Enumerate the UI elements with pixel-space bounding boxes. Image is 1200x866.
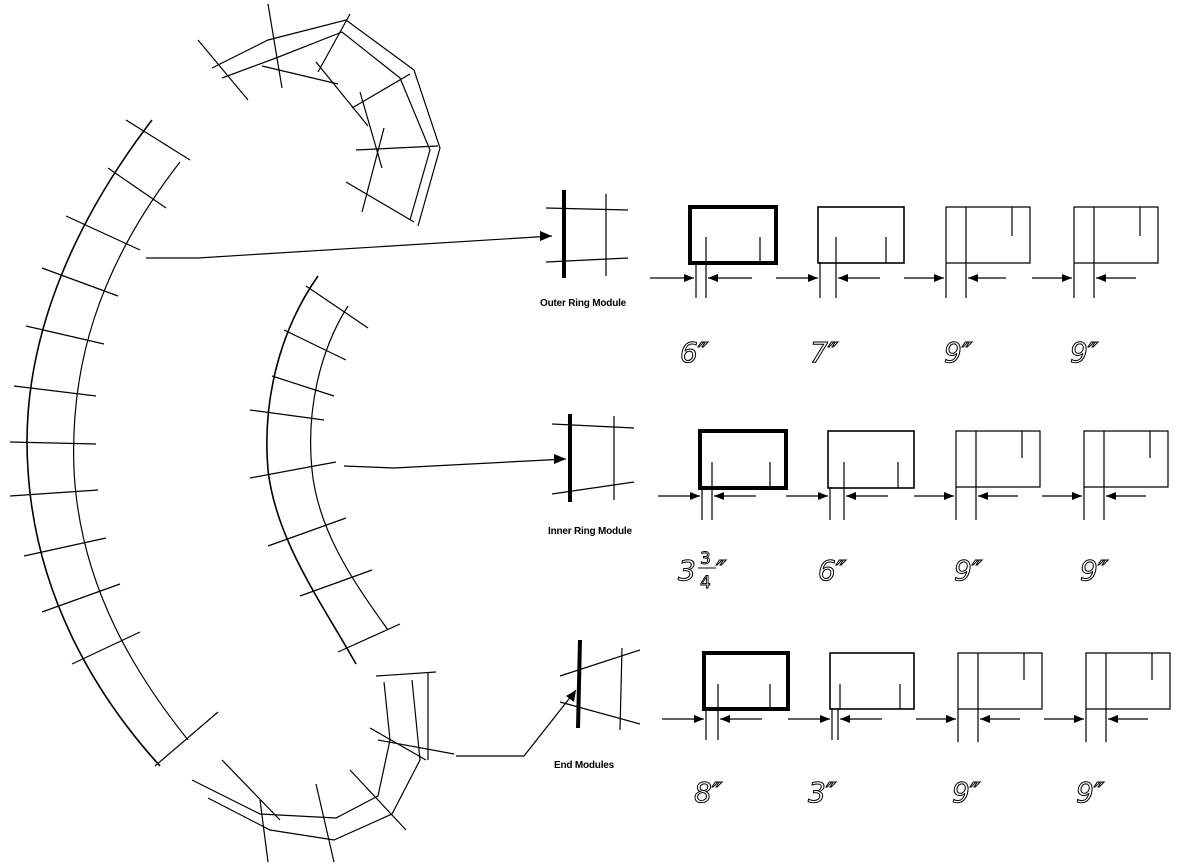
end-dim-1: 8″ — [694, 776, 723, 809]
leader-lines — [146, 231, 577, 757]
leader-arrowhead-outer — [540, 231, 552, 241]
leader-arrowhead-end — [566, 690, 576, 702]
inner-dim-1-numerator: 3 — [700, 549, 711, 569]
inner-dim-2: 6″ — [818, 554, 847, 587]
inner-dim-1-denominator: 4 — [700, 573, 711, 593]
inner-ring-arc — [249, 275, 401, 665]
end-dim-4: 9″ — [1076, 776, 1105, 809]
end-row-details — [662, 651, 1171, 742]
leader-arrowhead-inner — [554, 454, 566, 464]
outer-module-symbol — [545, 190, 629, 278]
outer-row-details — [650, 205, 1159, 298]
outer-ring-module-label: Outer Ring Module — [540, 298, 627, 309]
top-arc-modules — [197, 3, 441, 227]
outer-dim-3: 9″ — [944, 336, 973, 369]
inner-dim-4: 9″ — [1080, 554, 1109, 587]
inner-dim-1-whole: 3 — [678, 554, 696, 587]
end-modules-label: End Modules — [554, 760, 615, 771]
outer-ring-arc — [9, 119, 219, 767]
bottom-arc-modules — [191, 671, 455, 863]
inner-module-symbol — [551, 414, 635, 502]
end-dim-3: 9″ — [952, 776, 981, 809]
end-dim-2: 3″ — [808, 776, 837, 809]
outer-dim-1: 6″ — [680, 336, 709, 369]
outer-dim-4: 9″ — [1070, 336, 1099, 369]
inner-dim-3: 9″ — [954, 554, 983, 587]
end-module-symbol — [559, 639, 641, 731]
inner-dim-1-suffix: ″ — [716, 554, 727, 587]
inner-row-details — [658, 429, 1169, 520]
inner-ring-module-label: Inner Ring Module — [548, 526, 632, 537]
outer-dim-2: 7″ — [810, 336, 839, 369]
